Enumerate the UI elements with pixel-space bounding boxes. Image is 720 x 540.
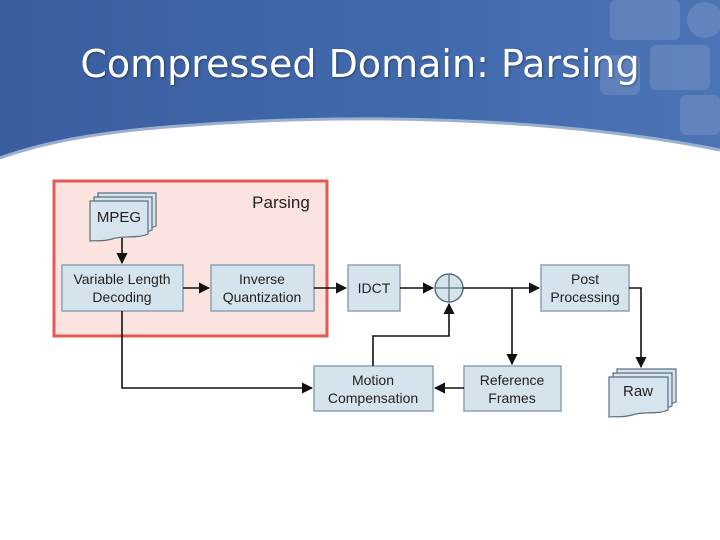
ref-label-line2: Frames — [488, 390, 535, 406]
inverse-quantization-block: Inverse Quantization — [210, 264, 315, 312]
adder-node — [434, 273, 464, 303]
idct-block: IDCT — [347, 264, 401, 312]
banner-decoration — [600, 0, 720, 135]
vld-label-line2: Decoding — [92, 289, 151, 305]
slide-title: Compressed Domain: Parsing — [80, 42, 640, 86]
mpeg-label: MPEG — [97, 209, 141, 226]
idct-label: IDCT — [358, 280, 391, 296]
header-banner — [0, 0, 720, 160]
post-label-line1: Post — [571, 271, 599, 287]
motion-compensation-block: Motion Compensation — [313, 365, 434, 412]
iq-label-line1: Inverse — [239, 271, 285, 287]
post-label-line2: Processing — [550, 289, 619, 305]
iq-label-line2: Quantization — [223, 289, 302, 305]
raw-document-icon — [608, 368, 677, 418]
variable-length-decoding-block: Variable Length Decoding — [61, 264, 184, 312]
arrow-vld-to-motion — [121, 311, 314, 394]
mc-label-line1: Motion — [352, 372, 394, 388]
arrow-motion-to-adder — [372, 302, 455, 366]
ref-label-line1: Reference — [480, 372, 545, 388]
arrow-post-to-raw — [629, 287, 647, 369]
reference-frames-block: Reference Frames — [463, 365, 562, 412]
mpeg-document-icon — [89, 192, 157, 242]
parsing-region-label: Parsing — [252, 193, 310, 212]
raw-label: Raw — [623, 383, 653, 400]
post-processing-block: Post Processing — [540, 264, 630, 312]
vld-label-line1: Variable Length — [73, 271, 170, 287]
mc-label-line2: Compensation — [328, 390, 418, 406]
